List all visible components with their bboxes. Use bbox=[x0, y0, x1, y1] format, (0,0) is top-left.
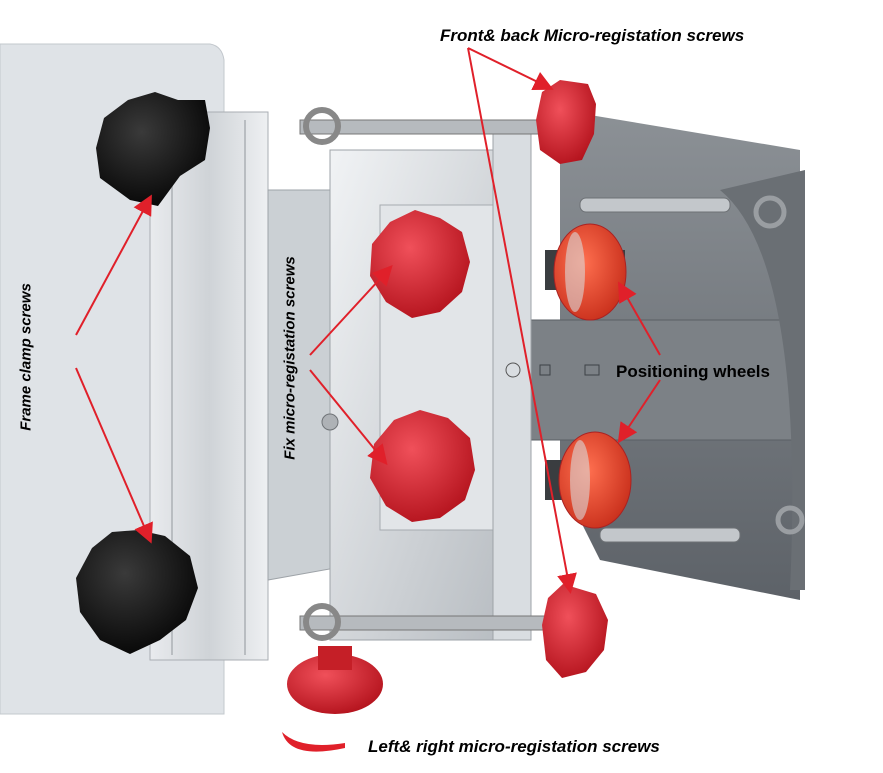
turnbuckles bbox=[579, 195, 805, 543]
label-positioning-wheels: Positioning wheels bbox=[616, 362, 770, 381]
red-micro-knobs bbox=[287, 80, 608, 714]
black-knobs bbox=[76, 92, 210, 654]
press-arm bbox=[519, 110, 805, 600]
label-frame-clamp-screws: Frame clamp screws bbox=[17, 283, 35, 431]
label-front-back-screws: Front& back Micro-registation screws bbox=[440, 26, 745, 45]
label-left-right-screws: Left& right micro-registation screws bbox=[368, 737, 660, 756]
positioning-wheels bbox=[545, 223, 632, 529]
threaded-rods bbox=[299, 107, 551, 641]
label-fix-micro-screws: Fix micro-registation screws bbox=[281, 256, 299, 460]
annotation-arrows bbox=[75, 47, 661, 752]
mount-plates bbox=[267, 119, 532, 641]
red-fix-knobs bbox=[370, 210, 475, 522]
